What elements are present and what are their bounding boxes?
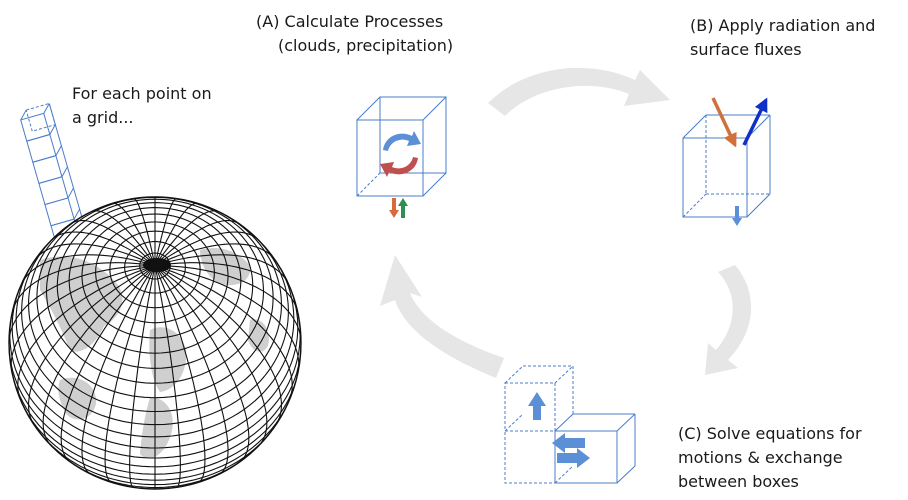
- grid-label-line-2: a grid...: [72, 108, 134, 127]
- step-c-label: (C) Solve equations for motions & exchan…: [678, 422, 862, 494]
- cycle-arrow-b-to-c: [705, 265, 752, 375]
- step-b-line-2: surface fluxes: [690, 40, 802, 59]
- grid-label-line-1: For each point on: [72, 84, 212, 103]
- step-c-line-2: motions & exchange: [678, 448, 843, 467]
- step-c-line-1: (C) Solve equations for: [678, 424, 862, 443]
- grid-label: For each point on a grid...: [72, 82, 212, 130]
- step-a-line-1: (A) Calculate Processes: [256, 12, 444, 31]
- exchange-boxes: [504, 365, 636, 484]
- exchange-arrow: [552, 433, 590, 468]
- globe: [8, 196, 302, 490]
- surface-exchange-arrows: [389, 198, 408, 218]
- step-b-label: (B) Apply radiation and surface fluxes: [690, 14, 875, 62]
- radiation-arrow: [711, 97, 768, 226]
- step-c-line-3: between boxes: [678, 472, 799, 491]
- land-masses: [40, 247, 269, 459]
- rising-arrow: [528, 392, 546, 420]
- cycle-arrow-a-to-b: [488, 67, 670, 116]
- grid-column: [20, 102, 87, 246]
- cycle-arrow-c-to-a: [380, 255, 504, 378]
- globe-pole: [143, 258, 171, 272]
- globe-meridians: [9, 197, 301, 489]
- step-a-line-2: (clouds, precipitation): [278, 36, 454, 55]
- step-a-label: (A) Calculate Processes (clouds, precipi…: [256, 10, 453, 58]
- step-b-line-1: (B) Apply radiation and: [690, 16, 876, 35]
- circulation-arrow: [380, 131, 421, 177]
- cycle-arrows: [380, 67, 752, 378]
- process-box: [356, 96, 447, 197]
